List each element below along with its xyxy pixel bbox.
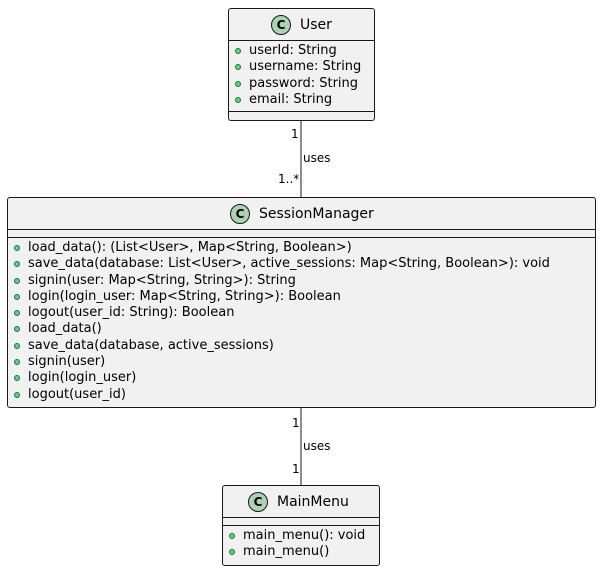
- class-method: load_data(): [8, 321, 595, 337]
- class-stereotype-icon: C: [271, 15, 291, 35]
- public-visibility-icon: [14, 293, 20, 300]
- attributes-compartment: [223, 517, 379, 525]
- class-stereotype-icon: C: [248, 492, 268, 512]
- class-method: signin(user: Map<String, String>): Strin…: [8, 273, 595, 289]
- multiplicity-session-end: 1: [292, 416, 300, 430]
- public-visibility-icon: [229, 549, 235, 556]
- class-attribute: password: String: [229, 76, 374, 92]
- class-method: login(login_user): [8, 370, 595, 386]
- attributes-compartment: [8, 229, 595, 237]
- public-visibility-icon: [235, 64, 241, 71]
- class-attribute: username: String: [229, 59, 374, 75]
- class-header: C MainMenu: [223, 486, 379, 517]
- class-method: load_data(): (List<User>, Map<String, Bo…: [8, 240, 595, 256]
- method-text: logout(user_id): [28, 386, 126, 402]
- attribute-text: username: String: [249, 59, 362, 75]
- method-text: signin(user): [28, 354, 106, 370]
- method-text: main_menu(): void: [243, 528, 366, 543]
- class-attribute: email: String: [229, 92, 374, 108]
- class-method: main_menu(): void: [223, 528, 379, 544]
- public-visibility-icon: [235, 48, 241, 54]
- public-visibility-icon: [14, 342, 20, 349]
- methods-compartment: load_data(): (List<User>, Map<String, Bo…: [8, 237, 595, 406]
- class-method: login(login_user: Map<String, String>): …: [8, 289, 595, 305]
- multiplicity-session-end: 1..*: [278, 172, 300, 186]
- class-stereotype-icon: C: [230, 204, 250, 224]
- method-text: main_menu(): [243, 544, 330, 560]
- method-text: logout(user_id: String): Boolean: [28, 305, 235, 321]
- attribute-text: userId: String: [249, 43, 337, 58]
- attribute-text: email: String: [249, 91, 333, 107]
- public-visibility-icon: [14, 277, 20, 284]
- class-method: save_data(database, active_sessions): [8, 338, 595, 354]
- public-visibility-icon: [235, 80, 241, 87]
- method-text: login(login_user: Map<String, String>): …: [28, 288, 341, 304]
- class-method: logout(user_id): [8, 387, 595, 403]
- multiplicity-user-end: 1: [291, 127, 299, 141]
- public-visibility-icon: [14, 391, 20, 398]
- attribute-text: password: String: [249, 75, 359, 91]
- public-visibility-icon: [14, 261, 20, 268]
- public-visibility-icon: [235, 96, 241, 103]
- class-session-manager[interactable]: C SessionManager load_data(): (List<User…: [7, 197, 596, 408]
- multiplicity-menu-end: 1: [292, 462, 300, 476]
- class-method: signin(user): [8, 354, 595, 370]
- class-method: save_data(database: List<User>, active_s…: [8, 256, 595, 272]
- methods-compartment: [229, 111, 374, 119]
- public-visibility-icon: [14, 310, 20, 317]
- class-method: main_menu(): [223, 544, 379, 560]
- class-method: logout(user_id: String): Boolean: [8, 305, 595, 321]
- class-attribute: userId: String: [229, 43, 374, 59]
- class-name: User: [300, 17, 332, 33]
- method-text: save_data(database: List<User>, active_s…: [28, 256, 550, 272]
- public-visibility-icon: [14, 326, 20, 333]
- association-label: uses: [303, 151, 331, 165]
- class-name: SessionManager: [259, 206, 374, 222]
- method-text: load_data(): [28, 321, 102, 337]
- method-text: signin(user: Map<String, String>): Strin…: [28, 272, 296, 288]
- method-text: load_data(): (List<User>, Map<String, Bo…: [28, 240, 352, 255]
- class-header: C User: [229, 9, 374, 40]
- public-visibility-icon: [14, 245, 20, 251]
- method-text: save_data(database, active_sessions): [28, 337, 274, 353]
- public-visibility-icon: [229, 533, 235, 539]
- method-text: login(login_user): [28, 370, 137, 386]
- class-header: C SessionManager: [8, 198, 595, 229]
- public-visibility-icon: [14, 375, 20, 382]
- public-visibility-icon: [14, 359, 20, 366]
- association-label: uses: [303, 439, 331, 453]
- class-name: MainMenu: [277, 494, 349, 510]
